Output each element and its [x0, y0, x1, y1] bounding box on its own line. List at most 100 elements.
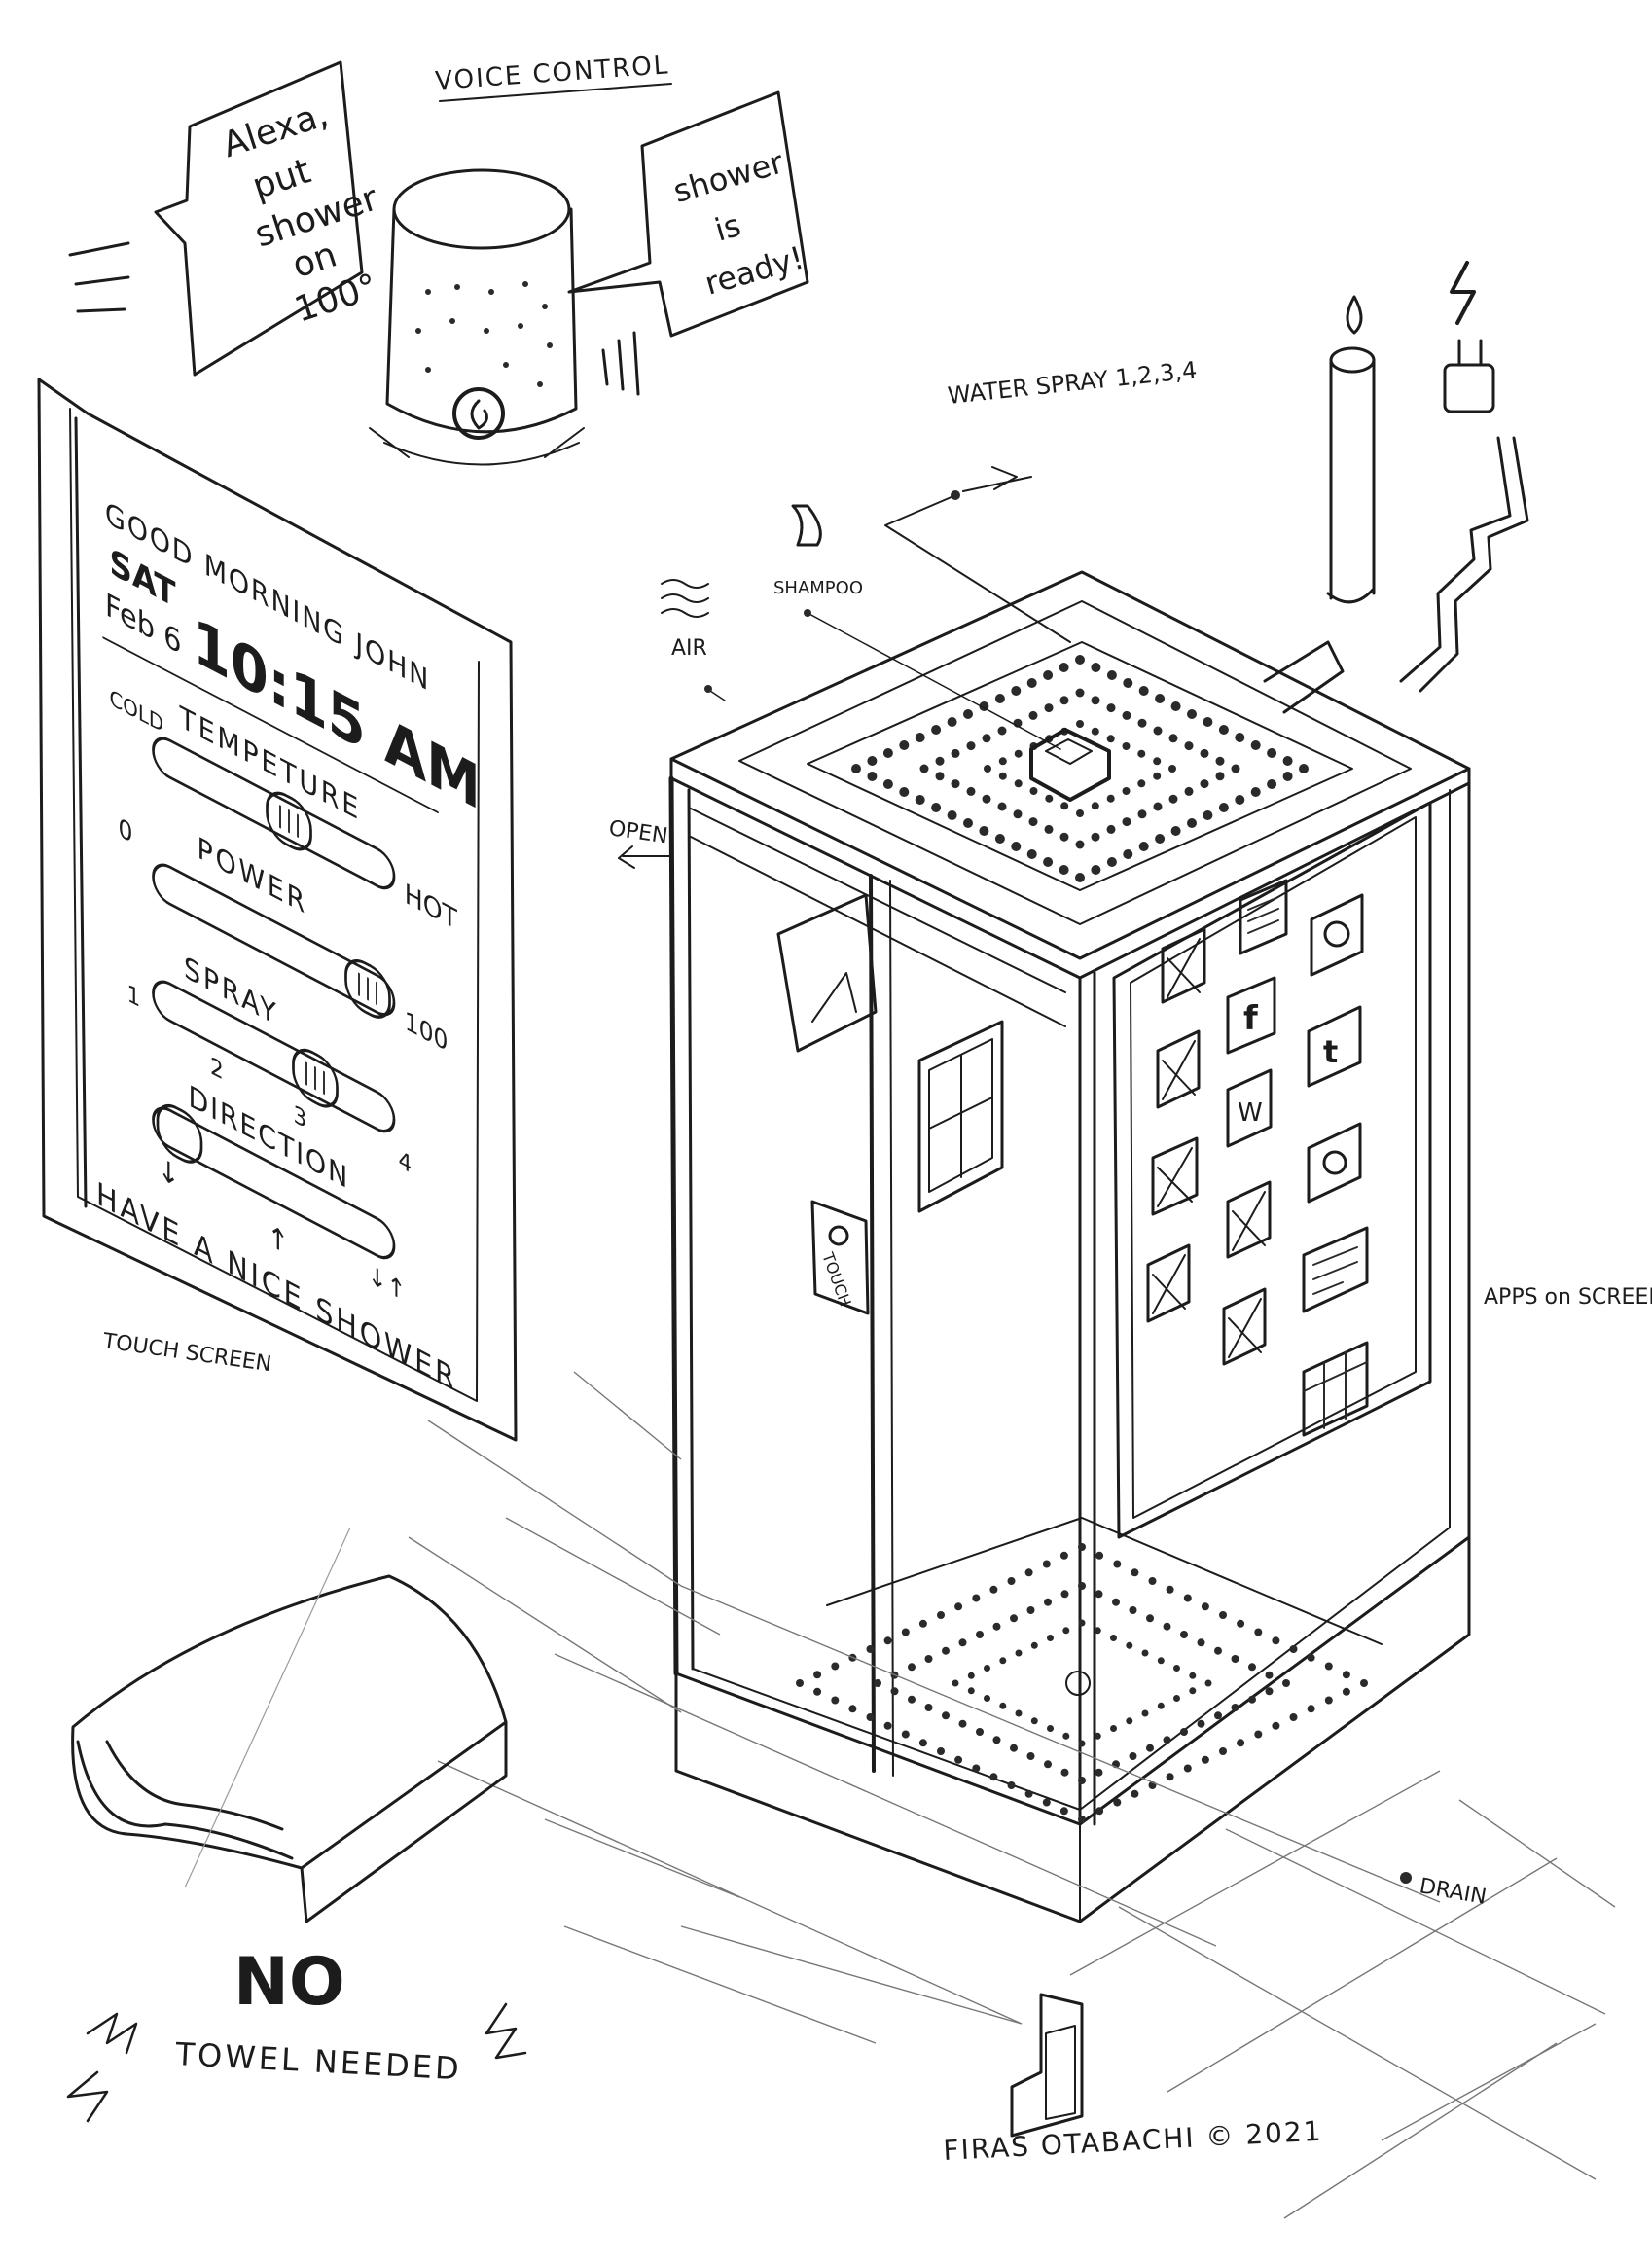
nozzle-dot [1123, 678, 1133, 688]
nozzle-dot [1218, 725, 1229, 735]
reply-line-1: shower [669, 143, 788, 210]
nozzle-dot [1045, 794, 1054, 803]
app-icon-generic-1[interactable] [1161, 927, 1206, 1004]
nozzle-dot [1146, 1744, 1154, 1752]
nozzle-dot [1129, 1752, 1137, 1760]
nozzle-dot [915, 795, 925, 805]
nozzle-dot [1075, 655, 1085, 665]
app-icon-instagram[interactable] [1307, 1122, 1362, 1204]
nozzle-dot [1126, 1641, 1133, 1649]
wall-vent [776, 893, 878, 1053]
app-icon-generic-5[interactable] [1146, 1243, 1191, 1323]
app-icon-generic-3[interactable] [1151, 1136, 1199, 1216]
power-max-label: 100 [405, 1006, 449, 1058]
nozzle-dot [1129, 1606, 1137, 1614]
spray-slider[interactable] [152, 969, 396, 1143]
nozzle-dot [1183, 1594, 1192, 1602]
nozzle-dot [1282, 772, 1293, 781]
nozzle-dot [999, 1657, 1007, 1665]
nozzle-dot [967, 1687, 975, 1695]
nozzle-dot [1044, 1760, 1052, 1769]
nozzle-dot [1044, 1598, 1052, 1606]
nozzle-dot [931, 803, 942, 812]
nozzle-dot [899, 787, 910, 797]
nozzle-dot [918, 1739, 927, 1747]
nozzle-dot [1110, 1635, 1117, 1641]
nozzle-dot [1289, 1713, 1298, 1721]
nozzle-dot [1137, 718, 1147, 728]
nozzle-dot [1166, 1585, 1174, 1594]
nozzle-dot [1059, 663, 1069, 672]
nozzle-dot [1091, 865, 1101, 875]
app-icon-chat[interactable] [1310, 893, 1364, 977]
nozzle-dot [1215, 772, 1225, 781]
nozzle-dot [890, 1687, 899, 1696]
nozzle-dot [1235, 733, 1245, 742]
nozzle-dot [992, 1736, 1001, 1744]
nozzle-dot [874, 1679, 881, 1687]
smart-speaker-icon [369, 168, 640, 466]
direction-slider[interactable] [152, 1096, 396, 1270]
app-icon-messages[interactable] [1302, 1226, 1369, 1313]
app-icon-twitter[interactable]: t [1307, 1005, 1362, 1088]
nozzle-dot [848, 1705, 857, 1713]
nozzle-dot [1360, 1679, 1368, 1687]
nozzle-dot [1106, 703, 1116, 713]
nozzle-dot [1155, 834, 1166, 844]
nozzle-dot [976, 1631, 984, 1638]
shower-cabin: f t W [408, 261, 1616, 2219]
nozzle-dot [1153, 726, 1163, 736]
nozzle-dot [1014, 779, 1023, 788]
nozzle-dot [1122, 787, 1131, 795]
nozzle-dot [984, 1695, 990, 1702]
nozzle-dot [963, 709, 973, 719]
nozzle-dot [1215, 756, 1225, 766]
apps-callout: APPS on SCREEN [1484, 1285, 1652, 1310]
nozzle-dot [1289, 1645, 1298, 1653]
nozzle-dot [1024, 1789, 1033, 1798]
nozzle-dot [1030, 1641, 1038, 1649]
nozzle-dot [883, 1636, 892, 1645]
shampoo-dispenser [1029, 728, 1111, 802]
nozzle-dot [1075, 873, 1085, 882]
nozzle-dot [851, 764, 861, 773]
temperature-slider[interactable] [152, 726, 396, 900]
nozzle-dot [1307, 1705, 1315, 1713]
touch-button[interactable] [810, 1200, 870, 1315]
nozzle-dot [1200, 748, 1209, 758]
nozzle-dot [1183, 1764, 1192, 1773]
app-icon-generic-4[interactable] [1226, 1180, 1272, 1259]
nozzle-dot [1126, 1717, 1133, 1725]
nozzle-dot [1197, 1719, 1205, 1728]
nozzle-dot [1047, 1635, 1054, 1641]
nozzle-dot [963, 818, 973, 828]
nozzle-dot [1042, 1798, 1051, 1807]
power-slider[interactable] [152, 852, 396, 1026]
nozzle-dot [952, 1679, 959, 1687]
nozzle-dot [1060, 1768, 1069, 1777]
nozzle-dot [883, 1721, 892, 1730]
nozzle-dot [942, 1711, 950, 1720]
shower-window [917, 1020, 1004, 1213]
nozzle-dot [1007, 1577, 1016, 1585]
nozzle-dot [1028, 817, 1038, 827]
nozzle-dot [967, 1672, 975, 1679]
app-icon-generic-6[interactable] [1222, 1287, 1267, 1366]
nozzle-dot [994, 694, 1005, 703]
app-icon-notes[interactable] [1239, 879, 1288, 955]
nozzle-dot [1122, 817, 1131, 827]
nozzle-dot [1122, 742, 1131, 750]
nozzle-dot [1214, 1711, 1222, 1720]
callouts: WATER SPRAY 1,2,3,4 SHAMPOO AIR OPEN APP… [607, 356, 1652, 1910]
nozzle-dot [1026, 678, 1037, 688]
nozzle-dot [901, 1628, 910, 1636]
app-icon-wikipedia[interactable]: W [1226, 1068, 1273, 1148]
no-towel-headline: NO [233, 1944, 345, 2021]
nozzle-dot [1091, 696, 1100, 705]
nozzle-dot [1237, 1739, 1245, 1747]
app-icon-generic-2[interactable] [1156, 1029, 1201, 1109]
app-icon-facebook[interactable]: f [1226, 976, 1276, 1055]
nozzle-dot [1062, 1627, 1070, 1635]
app-icon-calendar[interactable] [1302, 1341, 1369, 1437]
